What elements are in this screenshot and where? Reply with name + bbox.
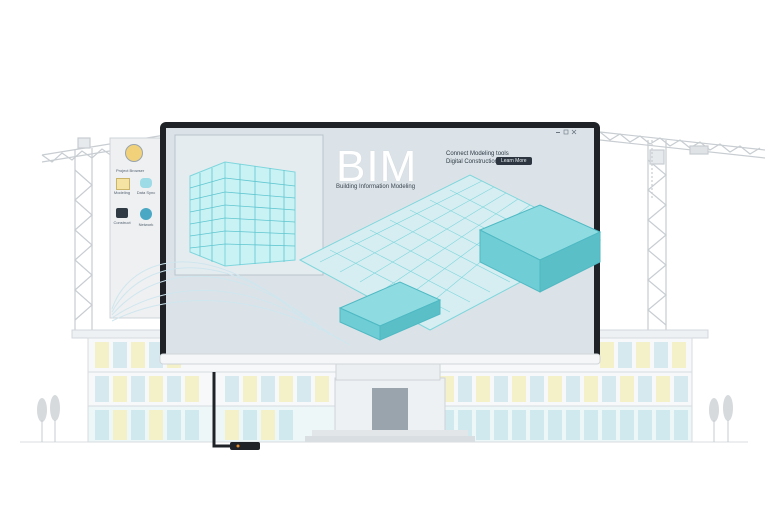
window-controls[interactable] [556, 129, 577, 135]
header-text-line-2: Digital Construction [446, 159, 499, 165]
tree-right-icon [709, 395, 733, 442]
header-text: Connect Modeling tools Digital Construct… [446, 150, 566, 166]
crane-left-icon [41, 134, 166, 330]
desktop-label-1: Modeling [113, 190, 131, 195]
desktop-label-4: Network [138, 222, 154, 227]
hero-title: BIM [336, 142, 418, 191]
building-model-icon [189, 161, 296, 267]
desktop-panel [109, 137, 167, 319]
plug-led [236, 444, 240, 448]
desktop-label-2: Data Sync [136, 190, 156, 195]
header-text-line-1: Connect Modeling tools [446, 151, 509, 157]
floor-plan [298, 174, 602, 341]
desktop-label-3: Construct [113, 220, 131, 225]
crane-right-icon [599, 131, 766, 330]
learn-more-button[interactable]: Learn More [496, 157, 532, 165]
desktop-icon-1[interactable] [116, 178, 130, 190]
data-stream [111, 261, 351, 346]
cable [212, 372, 232, 448]
desktop-icon-3[interactable] [116, 208, 128, 218]
hero-subtitle: Building Information Modeling [336, 184, 416, 190]
plug-icon [230, 442, 260, 450]
tree-left-icon [37, 395, 60, 442]
desktop-icon-4[interactable] [140, 208, 152, 220]
desktop-title: Project Browser [116, 168, 145, 173]
desktop-logo-icon [125, 144, 143, 162]
desktop-icon-2[interactable] [140, 178, 152, 188]
monitor-chin [159, 353, 601, 365]
